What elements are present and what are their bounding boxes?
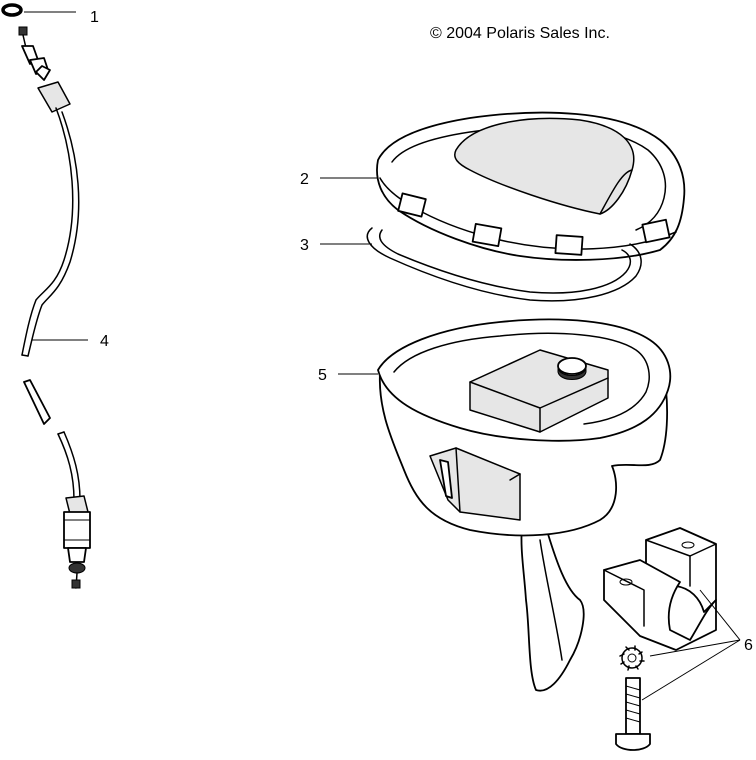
part-2-cover: [376, 111, 686, 261]
callout-6: 6: [744, 637, 753, 654]
leader-6a: [699, 589, 741, 641]
callout-3: 3: [300, 237, 309, 254]
callout-5: 5: [318, 367, 327, 384]
part-6-clamp-kit: [603, 527, 717, 751]
leader-6c: [641, 639, 741, 701]
leader-6b: [649, 639, 741, 657]
part-4-throttle-cable: [18, 26, 91, 589]
part-1-o-ring: [1, 3, 23, 17]
copyright-text: © 2004 Polaris Sales Inc.: [430, 25, 610, 42]
callout-1: 1: [90, 9, 99, 26]
part-5-throttle-housing: [377, 318, 672, 692]
callout-2: 2: [300, 171, 309, 188]
callout-4: 4: [100, 333, 109, 350]
part-3-gasket: [366, 227, 642, 302]
